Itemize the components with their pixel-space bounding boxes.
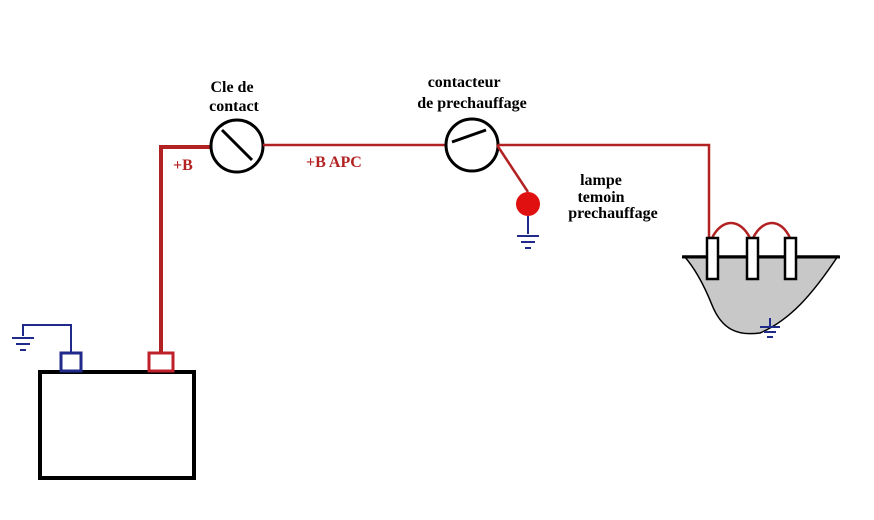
battery-positive-terminal — [147, 351, 175, 373]
preheat-switch-label: contacteur de prechauffage — [417, 74, 526, 112]
glow-plug-link-2 — [751, 221, 792, 239]
battery-plus-label: +B — [173, 157, 193, 174]
battery-negative-terminal — [59, 351, 83, 373]
ground-symbol-battery — [12, 337, 34, 351]
preheat-switch — [444, 117, 500, 173]
warning-lamp — [516, 192, 540, 216]
key-switch-label-line-2: contact — [209, 98, 259, 115]
preheat-switch-label-line-1: contacteur — [428, 74, 501, 91]
lamp-label: lampe temoin prechauffage — [568, 172, 657, 222]
lamp-label-line-1: lampe — [580, 172, 622, 189]
lamp-label-line-2: temoin — [577, 189, 624, 206]
key-switch — [209, 118, 265, 174]
lamp-label-line-3: prechauffage — [568, 205, 657, 222]
wire-to-glow-plugs — [498, 143, 711, 238]
glow-plug-link-1 — [710, 221, 752, 239]
glow-plug-1 — [705, 236, 720, 281]
battery — [38, 370, 196, 480]
key-switch-label: Cle de contact — [209, 79, 259, 115]
glow-plug-3 — [783, 236, 798, 281]
battery-ground-wire — [22, 324, 72, 353]
preheat-switch-label-line-2: de prechauffage — [417, 95, 526, 112]
plus-apc-label: +B APC — [306, 154, 362, 171]
wire-to-lamp — [495, 144, 530, 193]
ground-symbol-engine — [760, 318, 780, 338]
glow-plug-2 — [745, 236, 760, 281]
wire-battery-plus — [159, 145, 210, 353]
ground-symbol-lamp — [517, 235, 539, 249]
engine-block — [682, 255, 840, 335]
key-switch-label-line-1: Cle de — [210, 79, 253, 96]
